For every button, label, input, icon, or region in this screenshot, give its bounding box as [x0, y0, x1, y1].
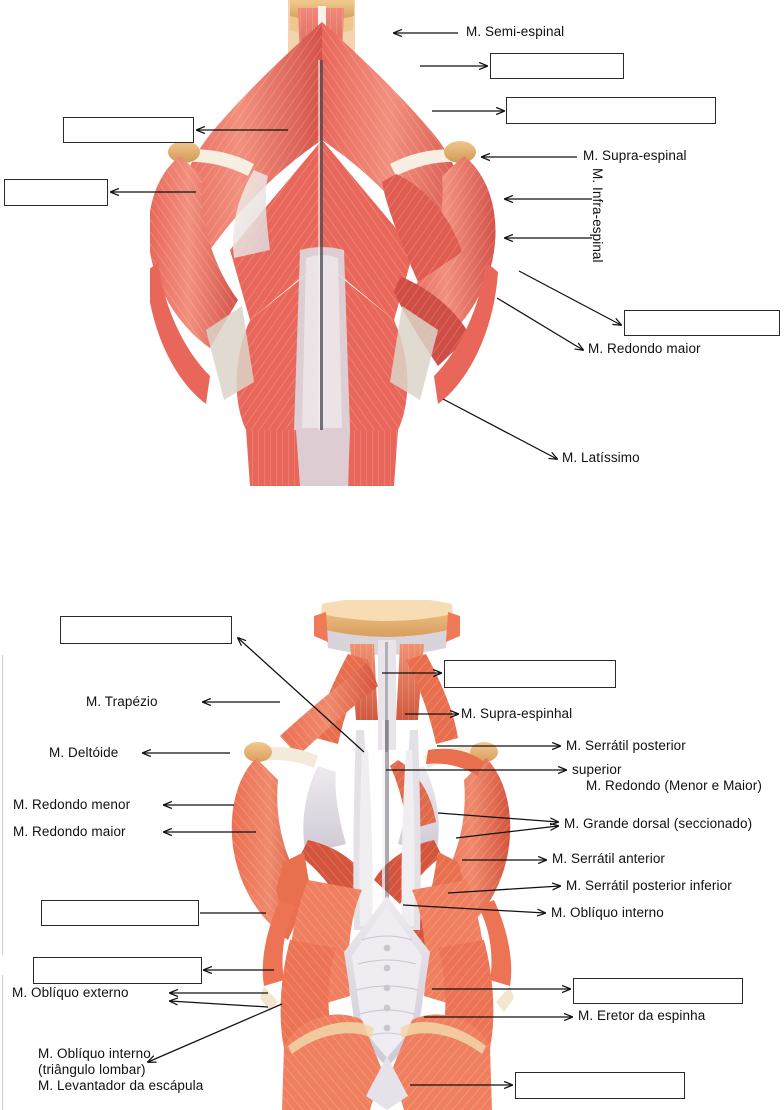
label-serratil-posterior-inferior: M. Oblíquo interno — [551, 905, 664, 920]
label-levantador-escapula: M. Supra-espinhal — [461, 706, 573, 721]
answer-box-4[interactable] — [4, 179, 108, 206]
label-obliquo-interno-lombar-line1: M. Oblíquo interno — [38, 1046, 151, 1061]
answer-box-1[interactable] — [490, 53, 624, 79]
label-semi-espinal: M. Semi-espinal — [466, 24, 565, 39]
label-supra-espinal: M. Supra-espinal — [583, 148, 687, 163]
label-redondo-menor: M. Redondo menor — [13, 797, 131, 812]
label-obliquo-externo: M. Oblíquo externo — [12, 985, 129, 1000]
label-obliquo-interno-lombar-line2: (triângulo lombar) — [38, 1062, 146, 1077]
label-infra-espinal: M. Infra-espinal — [590, 168, 605, 263]
page-edge-line-left-lower — [2, 975, 3, 1110]
label-serratil-posterior-superior-line1: superior — [572, 762, 622, 777]
label-obliquo-interno-lombar-line3: M. Levantador da escápula — [38, 1078, 204, 1093]
answer-box-8[interactable] — [41, 900, 199, 926]
label-redondo-menor-e-maior: M. Grande dorsal (seccionado) — [564, 816, 753, 831]
label-redondo-maior-profundo: M. Redondo maior — [13, 824, 126, 839]
answer-box-10[interactable] — [573, 978, 743, 1004]
label-deltoide: M. Deltóide — [49, 745, 119, 760]
answer-box-2[interactable] — [506, 97, 716, 124]
answer-box-11[interactable] — [515, 1072, 685, 1099]
label-serratil-posterior-superior-line2: M. Redondo (Menor e Maior) — [586, 778, 762, 793]
answer-box-3[interactable] — [63, 117, 194, 143]
label-latissimo: M. Latíssimo — [562, 450, 640, 465]
label-supra-espinhal: M. Serrátil posterior — [566, 738, 686, 753]
page-edge-line-left — [2, 655, 3, 955]
label-obliquo-interno: M. Eretor da espinha — [578, 1008, 706, 1023]
label-trapezio: M. Trapézio — [86, 694, 158, 709]
label-grande-dorsal-seccionado: M. Serrátil anterior — [552, 851, 666, 866]
answer-box-9[interactable] — [33, 957, 202, 984]
anatomy-illustration-superficial — [150, 0, 498, 486]
answer-box-6[interactable] — [60, 616, 232, 644]
answer-box-5[interactable] — [624, 310, 780, 336]
label-redondo-maior-superficial: M. Redondo maior — [588, 341, 701, 356]
anatomy-illustration-deep — [231, 600, 514, 1110]
label-serratil-anterior: M. Serrátil posterior inferior — [566, 878, 732, 893]
answer-box-7[interactable] — [444, 660, 616, 688]
